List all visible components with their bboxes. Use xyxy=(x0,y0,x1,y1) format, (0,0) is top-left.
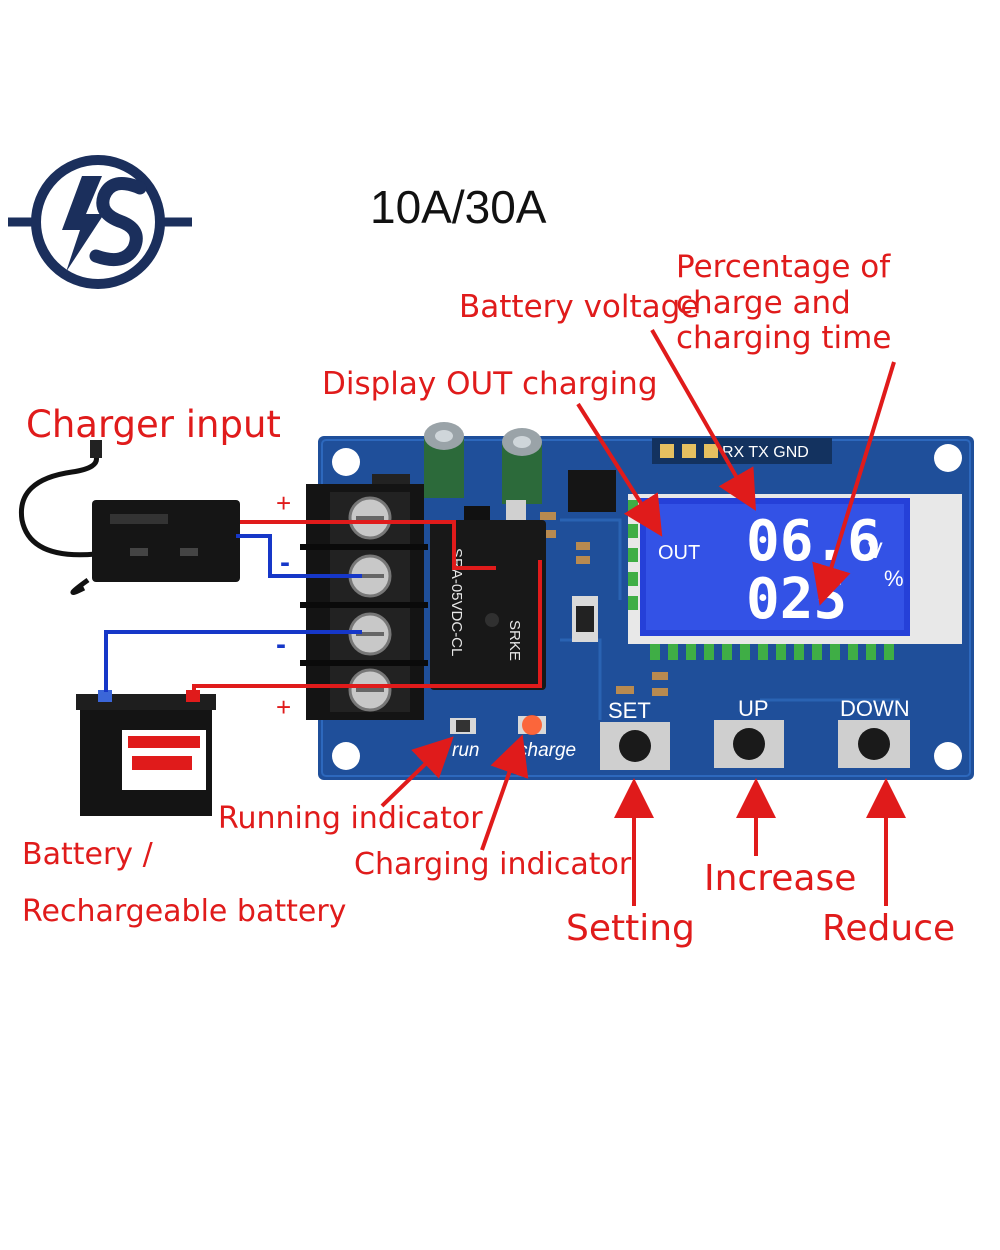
polarity-plus-bottom: + xyxy=(276,692,291,722)
wires xyxy=(104,520,542,692)
lcd-voltage-value: 06.6 xyxy=(746,509,881,574)
callout-increase: Increase xyxy=(704,858,857,899)
run-led-label: run xyxy=(452,740,479,761)
relay-model-text: SRA-05VDC-CL xyxy=(448,548,465,656)
arrow-battery-voltage xyxy=(650,329,756,511)
relay-mark: SRKE xyxy=(506,620,523,661)
arrow-percentage xyxy=(812,361,896,606)
callout-battery-voltage: Battery voltage xyxy=(459,289,700,325)
lcd-display: OUT 06.6 V 025 % xyxy=(628,494,962,660)
callout-running-indicator: Running indicator xyxy=(218,801,483,836)
callout-setting: Setting xyxy=(566,908,695,949)
arrow-running xyxy=(380,736,454,808)
callout-percentage: Percentage of charge and charging time xyxy=(676,249,892,357)
arrow-charging xyxy=(480,734,529,851)
logo-lightning-s-icon xyxy=(8,155,192,289)
lcd-voltage-unit: V xyxy=(868,538,883,563)
lcd-percent-unit: % xyxy=(884,566,904,591)
lcd-out-label: OUT xyxy=(658,542,700,564)
lcd-percent-value: 025 xyxy=(746,567,847,632)
charge-led-label: charge xyxy=(518,740,576,761)
polarity-minus-bottom: - xyxy=(276,628,286,661)
arrow-display-out xyxy=(576,402,663,537)
callout-charger-input: Charger input xyxy=(26,403,281,446)
header-pins-label: RX TX GND xyxy=(722,444,809,461)
down-button[interactable]: DOWN xyxy=(838,696,910,768)
down-button-label: DOWN xyxy=(840,696,910,721)
callout-reduce: Reduce xyxy=(822,908,956,949)
up-button-label: UP xyxy=(738,696,769,721)
up-button[interactable]: UP xyxy=(714,696,784,768)
callout-battery-line1: Battery / xyxy=(22,837,153,872)
battery-icon xyxy=(76,690,216,816)
callout-arrows xyxy=(380,329,906,906)
callout-battery-line2: Rechargeable battery xyxy=(22,894,347,929)
capacitor xyxy=(424,422,542,504)
set-button[interactable]: SET xyxy=(600,698,670,770)
charger-adapter-icon xyxy=(18,440,240,595)
set-button-label: SET xyxy=(608,698,651,723)
polarity-minus-top: - xyxy=(280,546,290,579)
callout-display-out: Display OUT charging xyxy=(322,366,658,402)
relay: SRA-05VDC-CL SRKE xyxy=(430,520,546,690)
polarity-plus-top: + xyxy=(276,488,291,518)
page-title: 10A/30A xyxy=(370,181,547,233)
callout-charging-indicator: Charging indicator xyxy=(354,847,632,882)
charge-led: charge xyxy=(518,715,576,761)
lcd-pins xyxy=(650,644,894,660)
header-pins: RX TX GND xyxy=(652,438,832,464)
terminal-polarity-labels: + - - + xyxy=(276,488,291,722)
run-led: run xyxy=(450,718,479,761)
callout-battery: Battery / Rechargeable battery xyxy=(22,826,346,940)
